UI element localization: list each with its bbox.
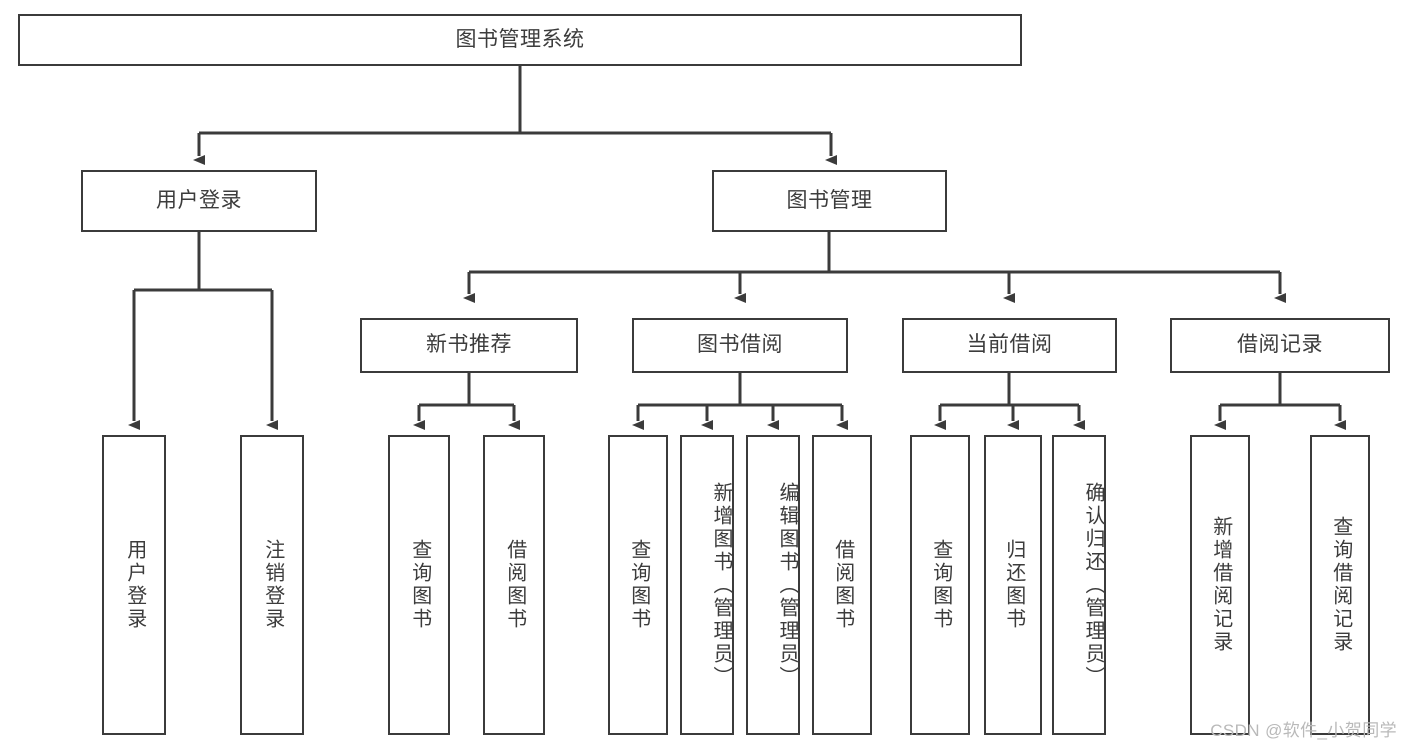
node-leaf-logout[interactable]: 注销登录 — [240, 435, 304, 735]
node-root-book-management-system[interactable]: 图书管理系统 — [18, 14, 1022, 66]
node-label: 新增借阅记录 — [1209, 516, 1232, 654]
node-new-book-recommend[interactable]: 新书推荐 — [360, 318, 578, 373]
node-book-management[interactable]: 图书管理 — [712, 170, 947, 232]
node-label: 用户登录 — [123, 539, 146, 631]
node-label: 新增图书（管理员） — [710, 481, 732, 689]
node-label: 图书管理 — [786, 188, 873, 212]
node-leaf-borrow-book-recommend[interactable]: 借阅图书 — [483, 435, 545, 735]
node-leaf-query-borrow-record[interactable]: 查询借阅记录 — [1310, 435, 1370, 735]
node-label: 注销登录 — [261, 539, 284, 631]
node-label: 图书借阅 — [697, 333, 783, 357]
node-label: 当前借阅 — [966, 333, 1053, 357]
node-label: 查询图书 — [929, 539, 952, 631]
node-leaf-query-book-current[interactable]: 查询图书 — [910, 435, 970, 735]
node-leaf-user-login[interactable]: 用户登录 — [102, 435, 166, 735]
node-label: 查询图书 — [408, 539, 431, 631]
node-label: 归还图书 — [1002, 539, 1025, 631]
node-label: 用户登录 — [156, 188, 242, 212]
node-label: 借阅图书 — [503, 539, 526, 631]
node-leaf-return-book[interactable]: 归还图书 — [984, 435, 1042, 735]
node-label: 借阅记录 — [1237, 333, 1323, 357]
node-label: 查询图书 — [627, 539, 650, 631]
node-leaf-query-book-borrow[interactable]: 查询图书 — [608, 435, 668, 735]
node-label: 借阅图书 — [831, 539, 854, 631]
node-leaf-edit-book-admin[interactable]: 编辑图书（管理员） — [746, 435, 800, 735]
node-borrow-record[interactable]: 借阅记录 — [1170, 318, 1390, 373]
node-leaf-confirm-return-admin[interactable]: 确认归还（管理员） — [1052, 435, 1106, 735]
node-leaf-add-borrow-record[interactable]: 新增借阅记录 — [1190, 435, 1250, 735]
node-leaf-borrow-book-borrow[interactable]: 借阅图书 — [812, 435, 872, 735]
node-label: 编辑图书（管理员） — [776, 481, 798, 689]
csdn-watermark: CSDN @软件_小贺同学 — [1210, 721, 1397, 740]
node-user-login[interactable]: 用户登录 — [81, 170, 317, 232]
node-leaf-query-book-recommend[interactable]: 查询图书 — [388, 435, 450, 735]
node-label: 新书推荐 — [426, 333, 512, 357]
node-label: 确认归还（管理员） — [1082, 481, 1104, 689]
node-label: 图书管理系统 — [455, 27, 585, 51]
node-current-borrow[interactable]: 当前借阅 — [902, 318, 1117, 373]
node-label: 查询借阅记录 — [1329, 516, 1352, 654]
node-book-borrow[interactable]: 图书借阅 — [632, 318, 848, 373]
node-leaf-add-book-admin[interactable]: 新增图书（管理员） — [680, 435, 734, 735]
